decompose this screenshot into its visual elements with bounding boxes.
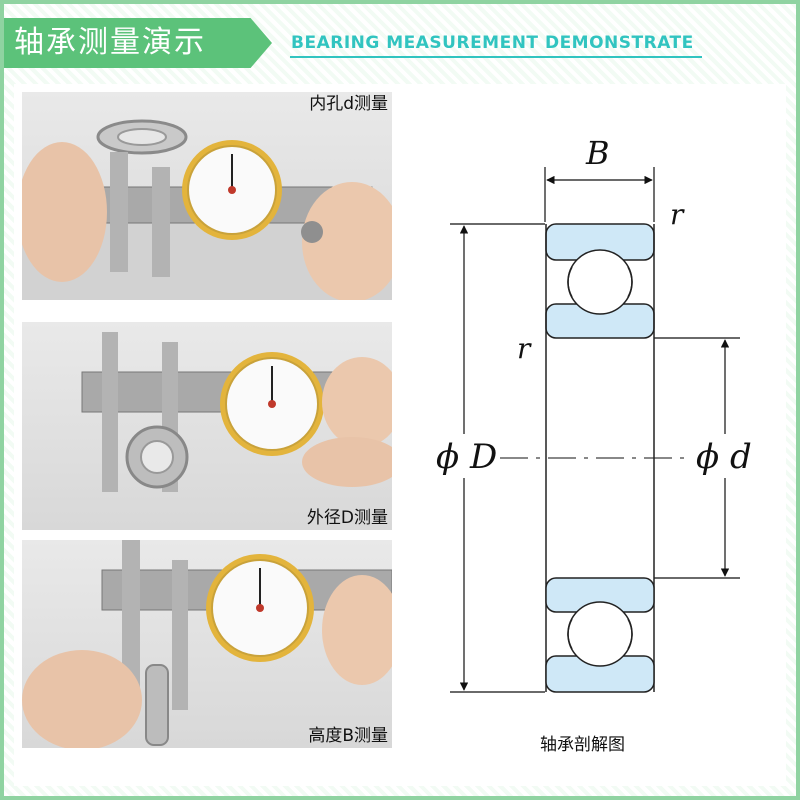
- outer-diameter-label: ϕ D: [436, 437, 497, 477]
- photo-width-measurement: 高度B测量: [22, 540, 392, 748]
- inner-label-bg: [692, 434, 772, 478]
- photo-label-inner-bore: 内孔d测量: [309, 94, 388, 114]
- page-subtitle: BEARING MEASUREMENT DEMONSTRATE: [291, 33, 694, 53]
- inner-diameter-label: ϕ d: [696, 437, 752, 477]
- photo-inner-bore-measurement: 内孔d测量: [22, 92, 392, 300]
- photo-outer-diameter-measurement: 外径D测量: [22, 322, 392, 530]
- caliper-illustration: [22, 119, 392, 300]
- photo-label-outer-diameter: 外径D测量: [306, 508, 388, 528]
- caliper-illustration: [81, 332, 392, 492]
- header-tab: [4, 18, 272, 68]
- caliper-illustration: [22, 540, 392, 748]
- radius-label-side: r: [517, 332, 532, 365]
- diagram-caption: 轴承剖解图: [540, 735, 625, 755]
- outer-label-bg: [434, 434, 514, 478]
- width-label: B: [585, 134, 610, 172]
- rolling-ball-bottom: [567, 601, 633, 667]
- radius-label-top: r: [670, 198, 685, 231]
- subtitle-underline: [290, 56, 702, 58]
- rolling-ball-top: [567, 249, 633, 315]
- page-title: 轴承测量演示: [14, 25, 206, 60]
- photo-label-width: 高度B测量: [308, 726, 388, 746]
- bearing-cross-section-diagram: B r r ϕ D ϕ d: [434, 134, 772, 693]
